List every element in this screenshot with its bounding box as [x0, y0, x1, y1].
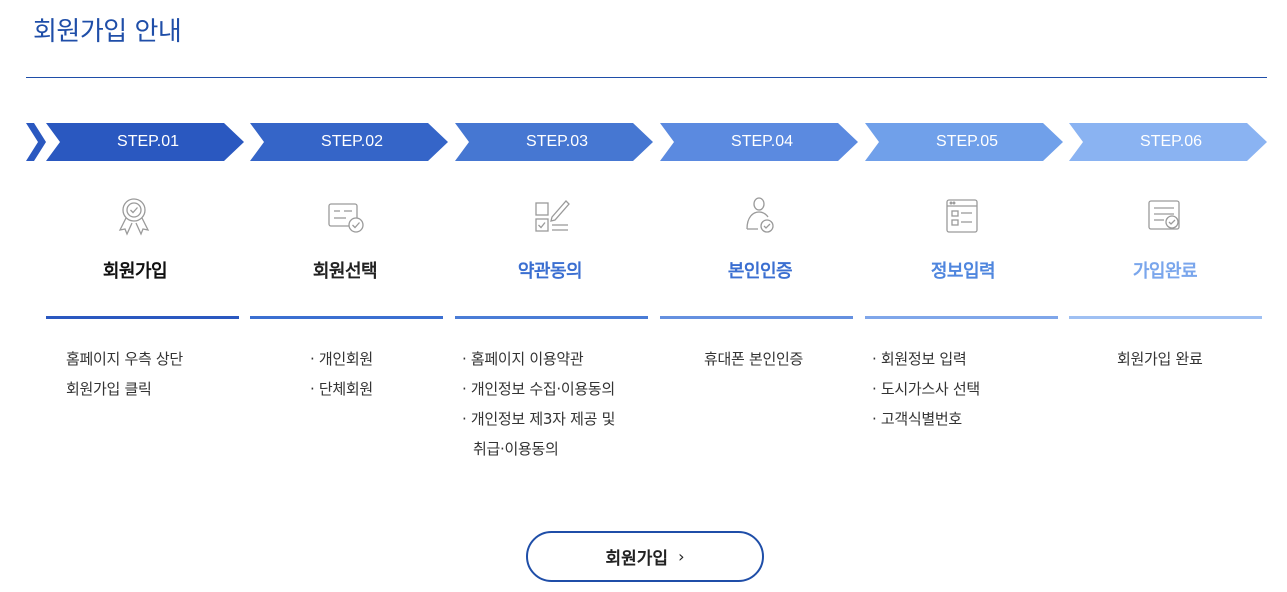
step-label-5: STEP.05 — [936, 133, 998, 150]
step-banner-1: STEP.01 — [46, 123, 244, 161]
chevron-right-icon: › — [678, 547, 685, 566]
step-desc-line: · 개인정보 제3자 제공 및 — [462, 410, 616, 428]
document-sign-icon — [535, 200, 570, 232]
step-desc-line: · 고객식별번호 — [872, 410, 962, 428]
step-desc-line: · 개인정보 수집·이용동의 — [462, 380, 615, 398]
step-desc-1: 홈페이지 우측 상단 회원가입 클릭 — [66, 344, 266, 404]
step-desc-4: 휴대폰 본인인증 — [704, 344, 904, 374]
step-desc-line: · 홈페이지 이용약관 — [462, 350, 584, 368]
document-check-icon — [1148, 200, 1180, 230]
step-desc-2: · 개인회원 · 단체회원 — [310, 344, 510, 404]
step-label-3: STEP.03 — [526, 133, 588, 150]
step-banner-6: STEP.06 — [1069, 123, 1267, 161]
step-desc-line: 휴대폰 본인인증 — [704, 350, 803, 368]
step-label-6: STEP.06 — [1140, 133, 1202, 150]
step-bar-3 — [455, 316, 648, 319]
page-title: 회원가입 안내 — [33, 17, 182, 47]
step-desc-line: · 도시가스사 선택 — [872, 380, 980, 398]
form-window-icon — [946, 199, 978, 233]
step-name-5: 정보입력 — [930, 261, 996, 282]
step-label-1: STEP.01 — [117, 133, 179, 150]
step-banner-4: STEP.04 — [660, 123, 858, 161]
step-desc-3: · 홈페이지 이용약관 · 개인정보 수집·이용동의 · 개인정보 제3자 제공… — [462, 344, 662, 464]
step-banner-5: STEP.05 — [865, 123, 1063, 161]
step-desc-line: 회원가입 클릭 — [66, 380, 152, 398]
step-banner-2: STEP.02 — [250, 123, 448, 161]
step-name-1: 회원가입 — [102, 261, 168, 282]
lead-chevron-icon — [26, 123, 46, 161]
step-desc-line: · 단체회원 — [310, 380, 373, 398]
step-desc-5: · 회원정보 입력 · 도시가스사 선택 · 고객식별번호 — [872, 344, 1072, 434]
award-ribbon-icon — [118, 198, 150, 236]
step-label-4: STEP.04 — [731, 133, 793, 150]
step-desc-line: 취급·이용동의 — [473, 440, 559, 458]
join-button[interactable]: 회원가입 › — [526, 531, 764, 582]
step-name-4: 본인인증 — [727, 261, 793, 282]
step-name-3: 약관동의 — [517, 261, 583, 282]
join-button-label: 회원가입 — [605, 549, 669, 569]
step-name-6: 가입완료 — [1132, 261, 1198, 282]
step-bar-4 — [660, 316, 853, 319]
title-divider — [26, 77, 1267, 78]
step-bar-6 — [1069, 316, 1262, 319]
step-label-2: STEP.02 — [321, 133, 383, 150]
step-desc-line: · 개인회원 — [310, 350, 373, 368]
step-desc-line: 홈페이지 우측 상단 — [66, 350, 183, 368]
step-bar-2 — [250, 316, 443, 319]
step-bar-5 — [865, 316, 1058, 319]
step-bar-1 — [46, 316, 239, 319]
step-name-2: 회원선택 — [312, 261, 378, 282]
member-card-check-icon — [328, 203, 364, 233]
step-banner-3: STEP.03 — [455, 123, 653, 161]
step-desc-line: · 회원정보 입력 — [872, 350, 967, 368]
step-desc-line: 회원가입 완료 — [1117, 350, 1203, 368]
step-desc-6: 회원가입 완료 — [1117, 344, 1287, 374]
user-verify-icon — [746, 197, 774, 233]
